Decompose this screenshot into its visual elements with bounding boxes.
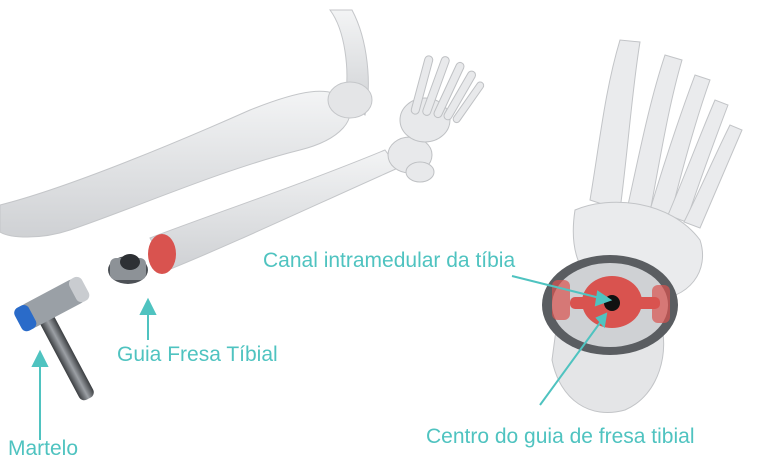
guia-arrow — [139, 297, 157, 315]
right-foot-skeleton — [551, 39, 743, 414]
tibia-bone — [148, 149, 399, 274]
implant-plate — [542, 255, 678, 355]
label-canal-intramedular: Canal intramedular da tíbia — [263, 249, 516, 272]
canal-leader — [511, 275, 601, 299]
femur-bone — [0, 90, 351, 238]
fibula-tibia-upper — [327, 9, 373, 119]
canal-arrow — [594, 290, 613, 307]
label-centro-guia: Centro do guia de fresa tibial — [426, 425, 695, 448]
hammer — [14, 276, 94, 401]
centro-leader — [539, 319, 603, 406]
reamer-guide — [108, 254, 148, 284]
martelo-arrow — [31, 349, 49, 367]
centro-arrow — [595, 312, 608, 329]
label-martelo: Martelo — [8, 437, 79, 460]
label-guia-fresa-tibial: Guia Fresa Tíbial — [117, 343, 278, 366]
tibia-cut-surface — [148, 234, 176, 274]
leader-lines — [31, 275, 613, 440]
left-foot-skeleton — [387, 55, 485, 183]
